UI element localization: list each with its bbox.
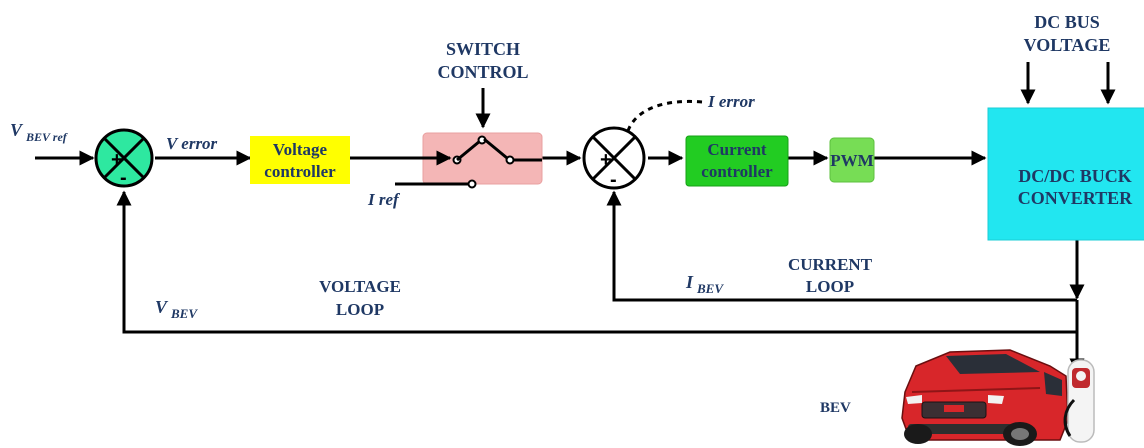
pwm-block: PWM xyxy=(829,137,875,183)
sum2-minus: - xyxy=(610,169,617,191)
bev-label: BEV xyxy=(820,400,851,416)
current-controller-label-2: controller xyxy=(701,162,773,181)
current-loop-label-2: LOOP xyxy=(806,277,854,296)
voltage-controller-block: Voltage controller xyxy=(250,136,350,184)
i-error-label: I error xyxy=(707,92,755,111)
converter-label-1: DC/DC BUCK xyxy=(1018,166,1132,186)
bev-truck-illustration xyxy=(901,349,1095,446)
current-loop-label-1: CURRENT xyxy=(788,255,873,274)
current-controller-block: Current controller xyxy=(685,135,789,187)
switch-block xyxy=(395,132,543,189)
v-error-label: V error xyxy=(166,134,218,153)
voltage-feedback-wire xyxy=(116,190,1079,334)
i-ref-label: I ref xyxy=(367,190,401,209)
voltage-loop-label-2: LOOP xyxy=(336,300,384,319)
pwm-label: PWM xyxy=(830,151,873,170)
sum2-plus: + xyxy=(600,149,612,171)
current-summing-junction: + - xyxy=(582,126,646,191)
voltage-loop-label-1: VOLTAGE xyxy=(319,277,401,296)
voltage-controller-label-2: controller xyxy=(264,162,336,181)
sum1-minus: - xyxy=(120,167,127,189)
dcdc-converter-block: DC/DC BUCK CONVERTER xyxy=(987,107,1144,241)
dc-bus-voltage-label-1: DC BUS xyxy=(1034,12,1100,32)
converter-label-2: CONVERTER xyxy=(1018,188,1133,208)
current-feedback-wire xyxy=(606,190,1077,302)
voltage-summing-junction: + - xyxy=(94,128,154,189)
dc-bus-voltage-label-2: VOLTAGE xyxy=(1024,35,1111,55)
sum1-plus: + xyxy=(111,149,123,171)
switch-control-label-1: SWITCH xyxy=(446,39,520,59)
current-controller-label-1: Current xyxy=(707,140,767,159)
voltage-controller-label-1: Voltage xyxy=(273,140,328,159)
switch-control-label-2: CONTROL xyxy=(437,62,528,82)
